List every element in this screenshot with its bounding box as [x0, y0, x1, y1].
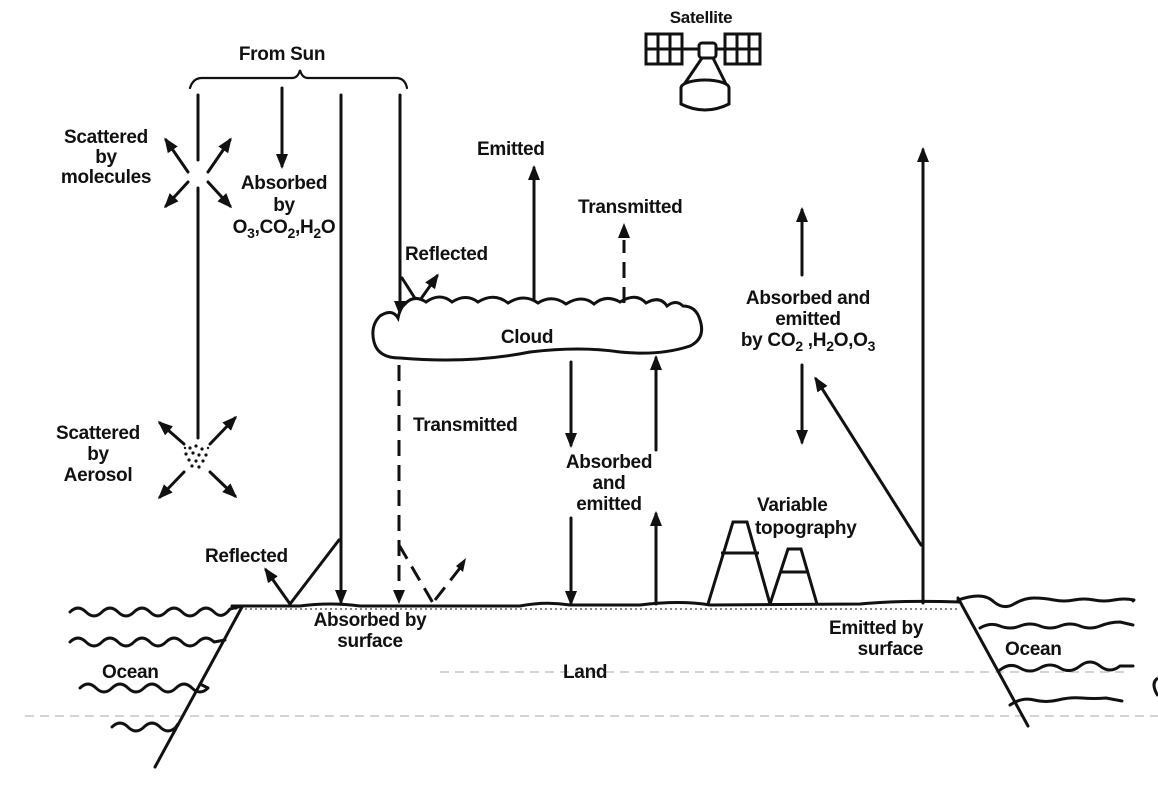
label-reflected-surface: Reflected: [205, 546, 288, 567]
formula-part: O: [232, 217, 248, 238]
text-line: and: [592, 473, 626, 494]
label-emitted-top: Emitted: [477, 139, 545, 160]
text-line-formula: O3,CO2,H2O: [232, 217, 336, 241]
text-line: surface: [337, 631, 403, 652]
text-line: topography: [755, 518, 857, 539]
formula-sub: 2: [287, 225, 295, 241]
formula-sub: 2: [313, 225, 321, 241]
text-line: Aerosol: [63, 465, 133, 486]
formula-sub: 3: [247, 225, 255, 241]
label-transmitted-cloud: Transmitted: [413, 415, 518, 436]
left-coastline: [153, 605, 244, 769]
label-scattered-molecules: Scattered by molecules: [60, 127, 152, 188]
dashed-surface-reflection: [397, 544, 435, 604]
formula-sub: 3: [867, 338, 876, 354]
label-absorbed-emitted-cloud: Absorbed and emitted: [565, 452, 653, 515]
text-line: Variable: [757, 495, 828, 516]
sun-bracket: [188, 69, 409, 90]
formula-part: ,CO: [254, 217, 288, 238]
label-satellite: Satellite: [669, 8, 733, 27]
text-line: by: [87, 444, 109, 465]
text-line: Scattered: [64, 127, 148, 148]
surface-emission-diagonal-arrow: [814, 376, 923, 547]
label-absorbed-by-gases: Absorbed by O3,CO2,H2O: [232, 173, 336, 241]
label-variable-topography: Variable topography: [755, 494, 857, 540]
label-ocean-left: Ocean: [102, 662, 159, 683]
text-line: Absorbed by: [313, 610, 427, 631]
text-line: Absorbed: [565, 452, 653, 473]
surface-reflected-arrow: [264, 567, 292, 606]
label-from-sun: From Sun: [238, 44, 326, 65]
label-ocean-right: Ocean: [1005, 639, 1062, 660]
label-emitted-by-surface: Emitted by surface: [829, 618, 923, 660]
label-absorbed-emitted-atmosphere: Absorbed and emitted by CO2 ,H2O,O3: [740, 288, 876, 354]
text-line: by: [273, 195, 295, 216]
text-line: emitted: [576, 494, 642, 515]
label-absorbed-by-surface: Absorbed by surface: [314, 610, 427, 652]
transmitted-up-arrowhead: [618, 223, 630, 238]
text-line: Scattered: [56, 423, 140, 444]
text-line: Absorbed: [240, 173, 328, 194]
satellite-icon: [644, 32, 762, 112]
cloud-shape: [371, 295, 704, 362]
text-line: molecules: [60, 167, 152, 188]
right-ocean-waves: [956, 594, 1136, 707]
land-surface-line: [230, 599, 962, 608]
formula-part: ,H: [802, 330, 827, 351]
molecule-scatter-arrows: [163, 137, 233, 209]
formula-part: ,H: [294, 217, 314, 238]
cutoff-glyph: [1152, 676, 1158, 697]
left-ocean-waves: [68, 604, 244, 733]
text-line-formula: by CO2 ,H2O,O3: [740, 330, 876, 354]
transmitted-arrowhead: [393, 590, 405, 604]
formula-sub: 2: [795, 338, 803, 354]
text-line: surface: [857, 639, 924, 660]
text-line: emitted: [775, 309, 841, 330]
dashed-reflected-up: [433, 567, 462, 601]
text-line: by: [95, 147, 117, 168]
label-transmitted-top: Transmitted: [578, 197, 683, 218]
mountains-icon: [706, 520, 819, 605]
dashed-reflected-arrowhead: [456, 558, 466, 572]
text-line: Absorbed and: [745, 288, 871, 309]
surface-reflection-line: [288, 538, 341, 606]
formula-part: O: [320, 217, 336, 238]
label-cloud: Cloud: [500, 327, 554, 348]
formula-part: by CO: [740, 330, 796, 351]
label-scattered-aerosol: Scattered by Aerosol: [56, 423, 140, 486]
aerosol-scatter-arrows: [157, 415, 238, 500]
text-line: Emitted by: [829, 618, 924, 639]
formula-sub: 2: [826, 338, 834, 354]
label-reflected-cloud: Reflected: [405, 244, 488, 265]
right-coastline: [956, 596, 1030, 728]
formula-part: O,O: [833, 330, 868, 351]
aerosol-particles-icon: [183, 444, 210, 469]
label-land: Land: [563, 662, 608, 683]
